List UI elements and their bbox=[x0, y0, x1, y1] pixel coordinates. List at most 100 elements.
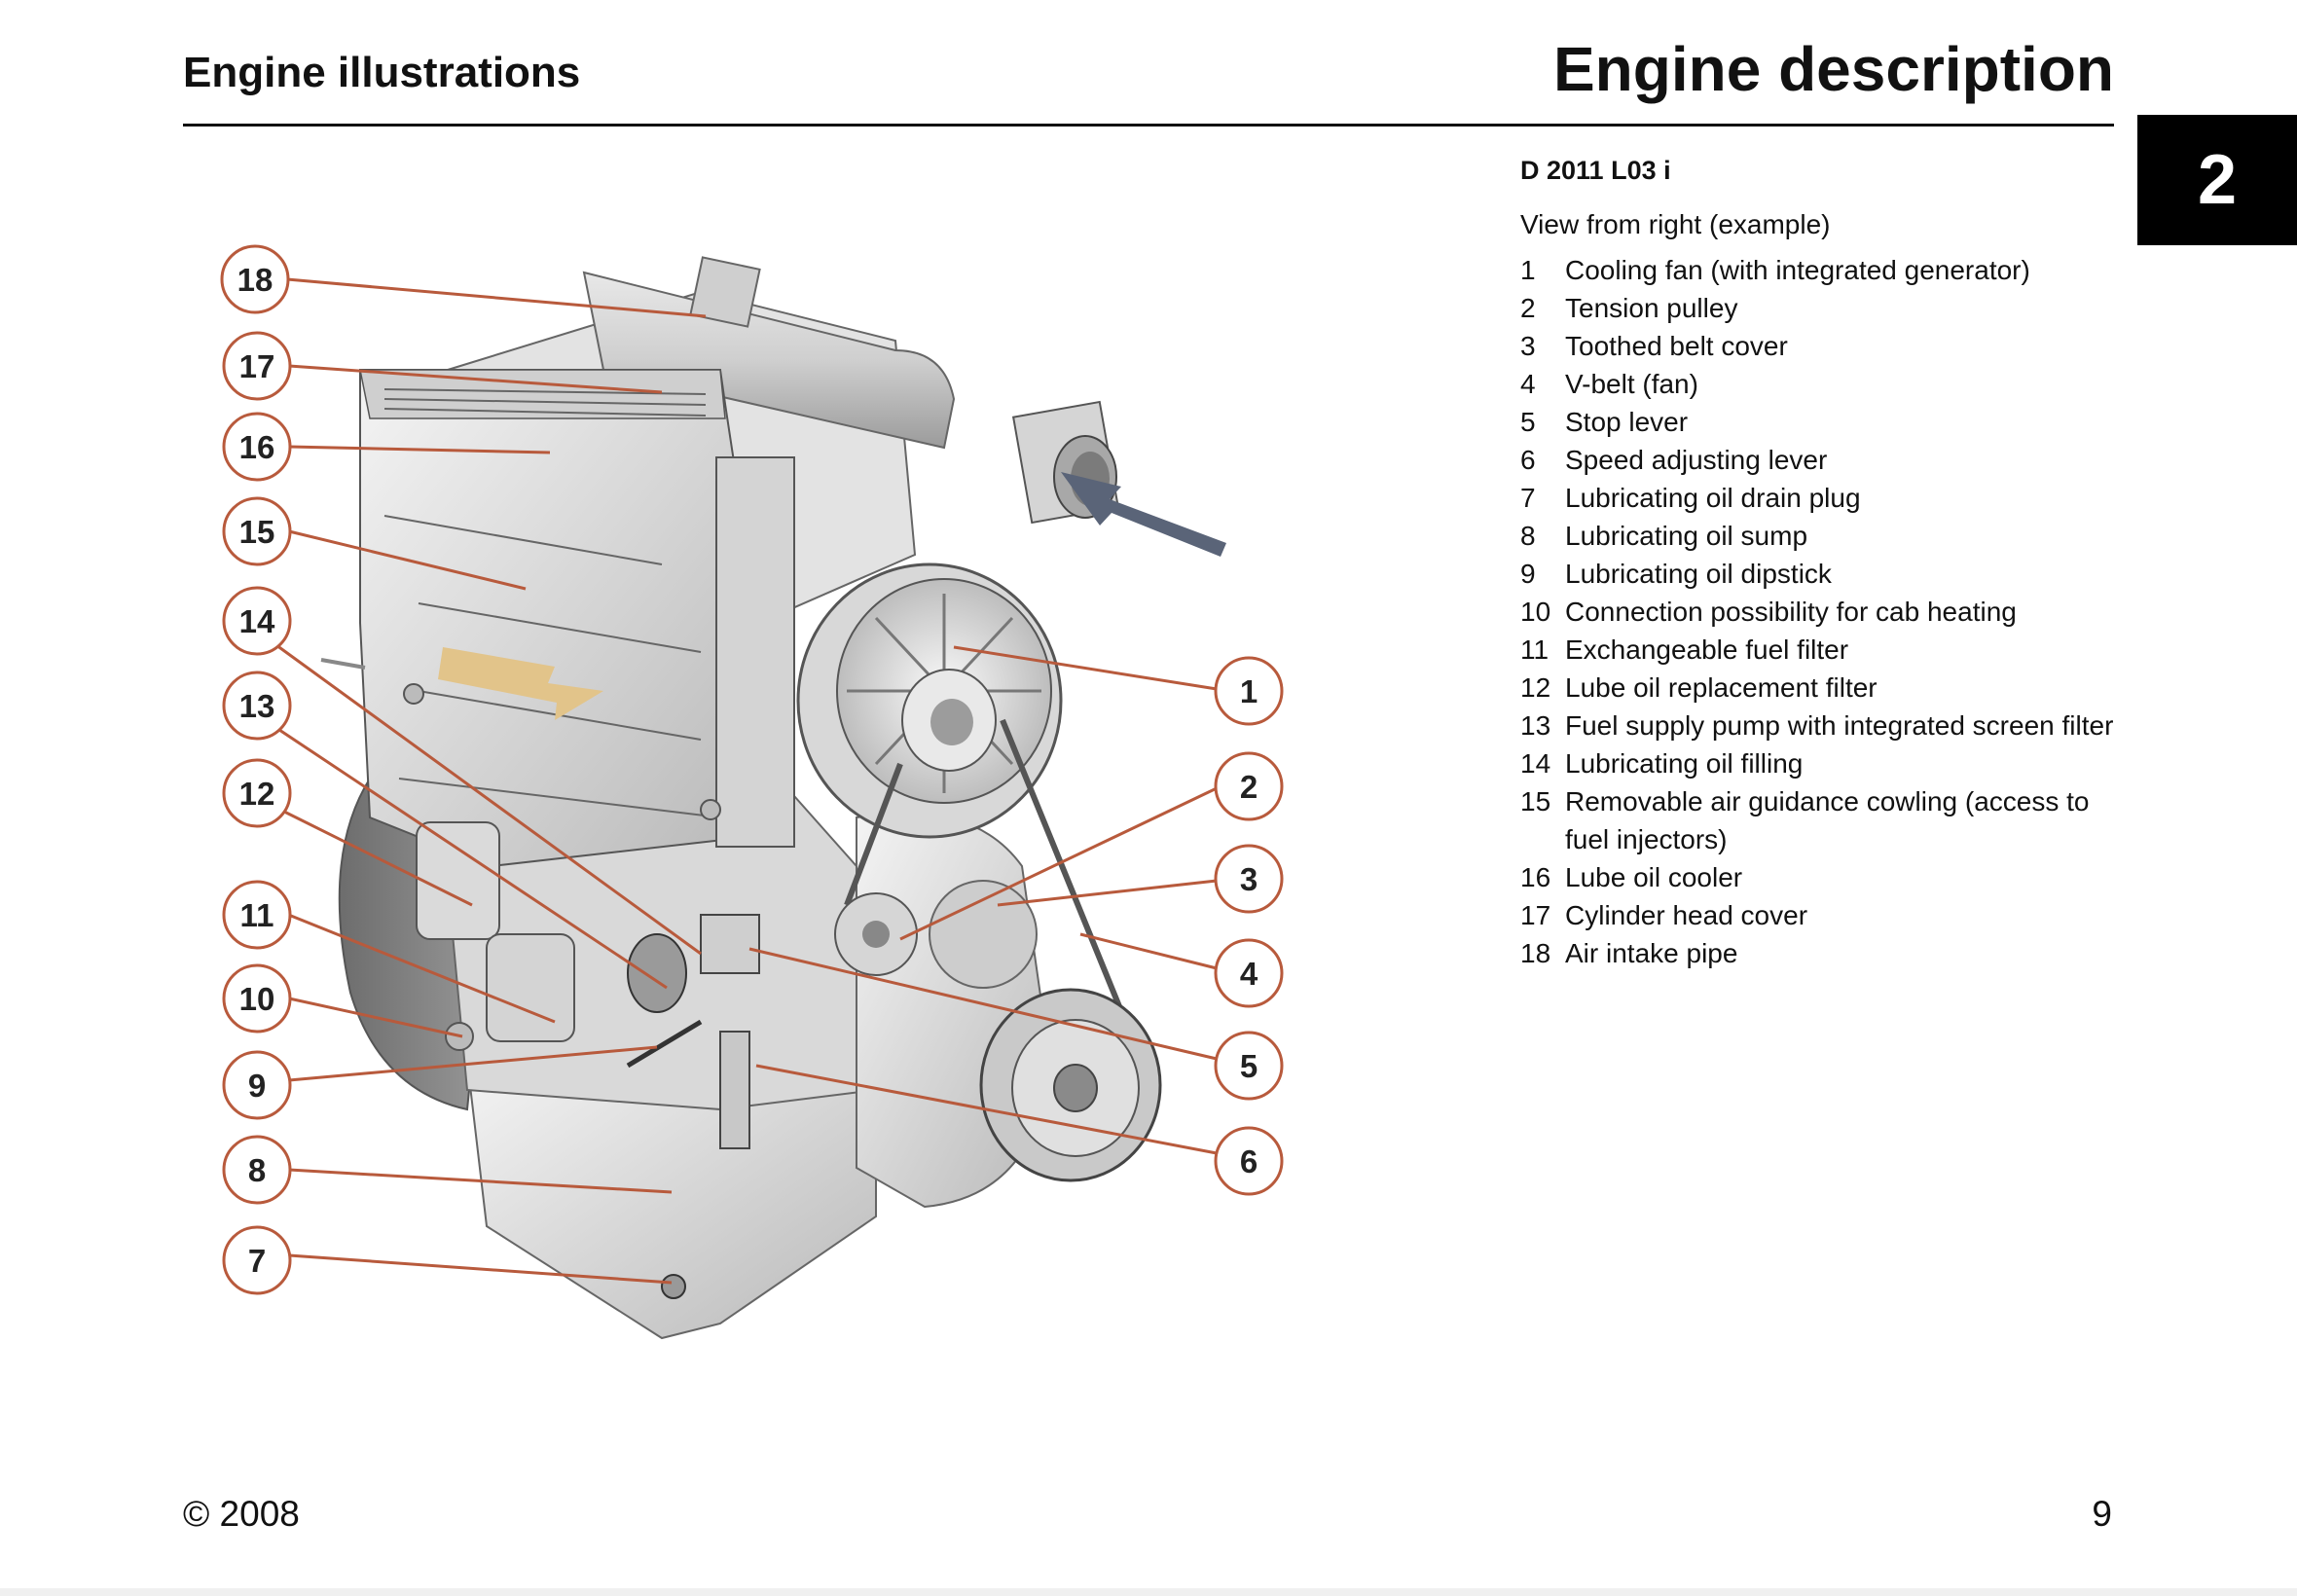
legend-text: Lubricating oil dipstick bbox=[1565, 559, 1832, 589]
engine-model: D 2011 L03 i bbox=[1520, 156, 1671, 185]
callout-label-16: 16 bbox=[239, 429, 275, 465]
callout-markers bbox=[220, 244, 1284, 1295]
callout-11 bbox=[222, 880, 292, 950]
callout-label-7: 7 bbox=[248, 1243, 266, 1279]
legend-number: 15 bbox=[1520, 786, 1551, 816]
callout-14 bbox=[222, 586, 292, 656]
legend-text: Speed adjusting lever bbox=[1565, 445, 1828, 475]
legend-number: 8 bbox=[1520, 521, 1536, 551]
callout-8 bbox=[222, 1135, 292, 1205]
callout-7 bbox=[222, 1225, 292, 1295]
legend-text: Removable air guidance cowling (access t… bbox=[1565, 786, 2090, 854]
page-number: 9 bbox=[2092, 1494, 2112, 1534]
legend-text: Exchangeable fuel filter bbox=[1565, 635, 1849, 665]
callout-12 bbox=[222, 758, 292, 828]
legend-number: 12 bbox=[1520, 672, 1551, 703]
callout-label-5: 5 bbox=[1240, 1048, 1258, 1084]
air-intake-pipe-shape bbox=[582, 271, 956, 450]
callout-labels: 18 17 16 15 14 13 12 11 10 9 8 7 1 2 3 4… bbox=[237, 262, 1258, 1279]
intake-arrow bbox=[1061, 472, 1226, 557]
callout-17 bbox=[222, 331, 292, 401]
crank-pulley bbox=[979, 988, 1162, 1182]
legend-number: 3 bbox=[1520, 331, 1536, 361]
legend-number: 7 bbox=[1520, 483, 1536, 513]
section-heading: Engine illustrations bbox=[183, 49, 581, 96]
engine-drawing: 18 17 16 15 14 13 12 11 10 9 8 7 1 2 3 4… bbox=[220, 244, 1284, 1340]
legend-item: 18 Air intake pipe bbox=[1520, 934, 2124, 972]
legend-item: 1 Cooling fan (with integrated generator) bbox=[1520, 251, 2124, 289]
page-bottom-edge bbox=[0, 1588, 2297, 1596]
legend-text: Fuel supply pump with integrated screen … bbox=[1565, 710, 2114, 741]
legend-item: 7 Lubricating oil drain plug bbox=[1520, 479, 2124, 517]
legend-text: Cooling fan (with integrated generator) bbox=[1565, 255, 2030, 285]
page-title: Engine description bbox=[1552, 34, 2114, 104]
legend-item: 15 Removable air guidance cowling (access… bbox=[1520, 782, 2124, 858]
callout-16 bbox=[222, 412, 292, 482]
lube-oil-filter-shape bbox=[416, 821, 500, 940]
legend-number: 10 bbox=[1520, 597, 1551, 627]
legend-text: Stop lever bbox=[1565, 407, 1689, 437]
view-caption: View from right (example) bbox=[1520, 209, 1831, 239]
legend-item: 13 Fuel supply pump with integrated scree… bbox=[1520, 707, 2124, 744]
legend-number: 6 bbox=[1520, 445, 1536, 475]
legend-item: 9 Lubricating oil dipstick bbox=[1520, 555, 2124, 593]
callout-leaders bbox=[275, 277, 1218, 1285]
legend-number: 9 bbox=[1520, 559, 1536, 589]
callout-label-12: 12 bbox=[239, 776, 275, 812]
air-guidance-cowling bbox=[359, 369, 750, 868]
callout-label-6: 6 bbox=[1240, 1143, 1258, 1179]
cooling-fan bbox=[796, 562, 1063, 839]
callout-label-2: 2 bbox=[1240, 769, 1258, 805]
callout-15 bbox=[222, 496, 292, 566]
chapter-tab: 2 bbox=[2137, 115, 2297, 245]
callout-4 bbox=[1214, 938, 1284, 1008]
legend-item: 2 Tension pulley bbox=[1520, 289, 2124, 327]
callout-9 bbox=[222, 1050, 292, 1120]
legend-number: 5 bbox=[1520, 407, 1536, 437]
legend-text: Lubricating oil drain plug bbox=[1565, 483, 1861, 513]
legend-text: Tension pulley bbox=[1565, 293, 1738, 323]
callout-2 bbox=[1214, 751, 1284, 821]
legend-item: 6 Speed adjusting lever bbox=[1520, 441, 2124, 479]
chapter-number: 2 bbox=[2197, 141, 2238, 219]
legend-number: 16 bbox=[1520, 862, 1551, 892]
fuel-filter-shape bbox=[486, 933, 575, 1042]
legend-text: Air intake pipe bbox=[1565, 938, 1738, 968]
callout-label-9: 9 bbox=[248, 1068, 266, 1104]
legend-number: 14 bbox=[1520, 748, 1551, 779]
legend-item: 5 Stop lever bbox=[1520, 403, 2124, 441]
legend-number: 13 bbox=[1520, 710, 1551, 741]
parts-legend: 1 Cooling fan (with integrated generator)… bbox=[1520, 251, 2124, 972]
legend-number: 18 bbox=[1520, 938, 1551, 968]
legend-text: Lubricating oil sump bbox=[1565, 521, 1808, 551]
engine-illustration: 18 17 16 15 14 13 12 11 10 9 8 7 1 2 3 4… bbox=[175, 234, 1324, 1362]
callout-label-18: 18 bbox=[237, 262, 273, 298]
callout-label-4: 4 bbox=[1240, 956, 1258, 992]
callout-label-8: 8 bbox=[248, 1152, 266, 1188]
callout-label-13: 13 bbox=[239, 688, 275, 724]
callout-3 bbox=[1214, 844, 1284, 914]
callout-label-17: 17 bbox=[239, 348, 275, 384]
legend-number: 2 bbox=[1520, 293, 1536, 323]
callout-1 bbox=[1214, 656, 1284, 726]
legend-text: V-belt (fan) bbox=[1565, 369, 1698, 399]
callout-label-11: 11 bbox=[240, 897, 274, 933]
legend-number: 1 bbox=[1520, 255, 1536, 285]
legend-text: Lube oil replacement filter bbox=[1565, 672, 1878, 703]
callout-label-3: 3 bbox=[1240, 861, 1258, 897]
callout-label-10: 10 bbox=[239, 981, 275, 1017]
callout-10 bbox=[222, 963, 292, 1034]
callout-6 bbox=[1214, 1126, 1284, 1196]
legend-item: 16 Lube oil cooler bbox=[1520, 858, 2124, 896]
callout-5 bbox=[1214, 1031, 1284, 1101]
callout-label-14: 14 bbox=[239, 603, 275, 639]
header-rule bbox=[183, 124, 2114, 127]
exhaust-arrow bbox=[438, 647, 603, 720]
legend-text: Lube oil cooler bbox=[1565, 862, 1743, 892]
